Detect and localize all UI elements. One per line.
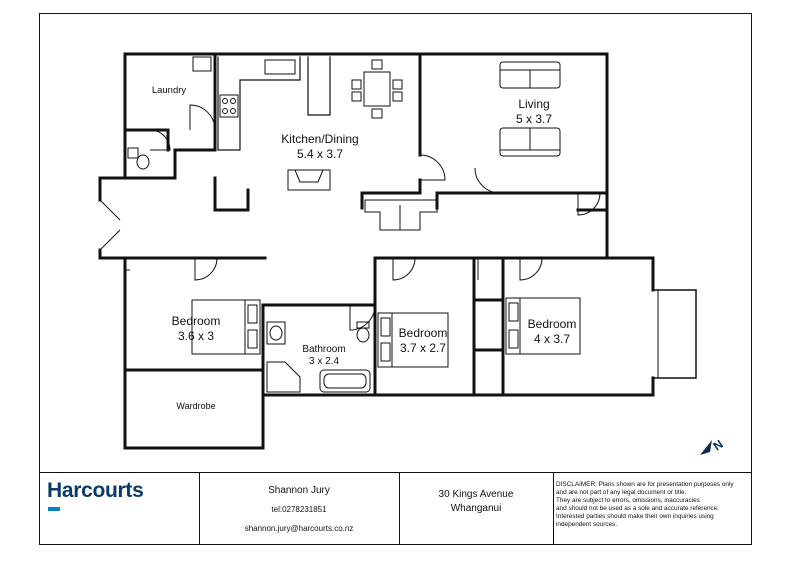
door-hall-east — [577, 192, 601, 216]
label-laundry: Laundry — [152, 85, 187, 96]
label-bed3-name: Bedroom — [528, 317, 577, 331]
agent-block: Shannon Jury tel:0278231851 shannon.jury… — [199, 473, 399, 546]
label-bed3-size: 4 x 3.7 — [534, 332, 570, 346]
label-bed2-size: 3.7 x 2.7 — [400, 341, 446, 355]
harcourts-logo: Harcourts — [47, 479, 144, 502]
dining-table — [363, 71, 391, 107]
footer-divider — [553, 473, 554, 545]
disclaimer-line: independent sources. — [556, 520, 618, 528]
label-living-size: 5 x 3.7 — [516, 112, 552, 126]
agent-email[interactable]: shannon.jury@harcourts.co.nz — [244, 524, 354, 533]
label-wardrobe: Wardrobe — [176, 401, 215, 411]
address-block: 30 Kings Avenue Whanganui — [399, 473, 553, 546]
address-line-2: Whanganui — [450, 503, 502, 514]
svg-text:N: N — [711, 437, 726, 453]
address-line-1: 30 Kings Avenue — [438, 489, 514, 500]
label-kitchen-name: Kitchen/Dining — [281, 132, 358, 146]
north-arrow-icon: N — [700, 437, 726, 455]
door-bed1 — [194, 257, 218, 281]
label-bathroom-name: Bathroom — [302, 344, 345, 355]
door-bed2 — [392, 257, 416, 281]
footer-divider — [199, 473, 200, 545]
door-hall-living — [474, 167, 501, 194]
disclaimer-line: and should not be used as a sole and acc… — [556, 504, 720, 512]
footer: Harcourts Shannon Jury tel:0278231851 sh… — [39, 472, 752, 545]
label-kitchen-size: 5.4 x 3.7 — [297, 147, 343, 161]
disclaimer-line: They are subject to errors, omissions, i… — [556, 496, 700, 504]
disclaimer: DISCLAIMER: Plans shown are for presenta… — [556, 481, 748, 528]
disclaimer-line: DISCLAIMER: Plans shown are for presenta… — [556, 481, 734, 488]
door-laundry — [189, 104, 216, 131]
door-living — [419, 154, 446, 181]
agent-phone[interactable]: tel:0278231851 — [271, 505, 327, 514]
plan-frame — [39, 13, 752, 545]
label-bathroom-size: 3 x 2.4 — [309, 356, 339, 367]
agent-name: Shannon Jury — [268, 485, 330, 496]
bed-2 — [377, 312, 449, 368]
door-bed3 — [519, 257, 543, 281]
disclaimer-line: and are not part of any legal document o… — [556, 488, 687, 496]
bed-3 — [505, 297, 581, 355]
wall-west-mid — [98, 176, 127, 202]
label-bed2-name: Bedroom — [399, 326, 448, 340]
wall-south-beds — [123, 256, 265, 450]
door-laundry-toilet — [149, 129, 171, 151]
footer-divider — [399, 473, 400, 545]
wall-west-low — [98, 248, 127, 260]
disclaimer-line: Interested parties should make their own… — [556, 512, 714, 520]
logo-accent-bar — [48, 507, 60, 511]
bed-1 — [191, 299, 261, 355]
label-bed1-name: Bedroom — [172, 314, 221, 328]
label-living-name: Living — [518, 97, 549, 111]
door-bath — [349, 304, 376, 331]
label-bed1-size: 3.6 x 3 — [178, 329, 214, 343]
